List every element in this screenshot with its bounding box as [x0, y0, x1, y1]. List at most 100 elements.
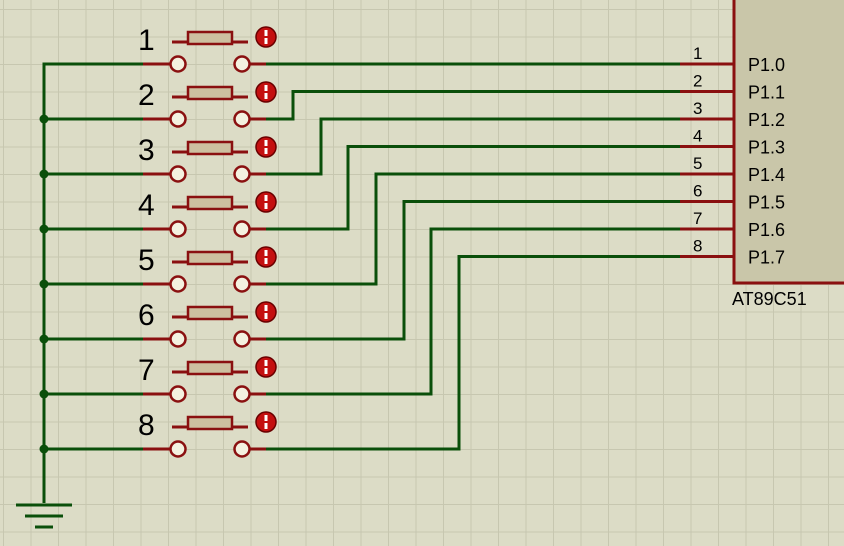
probe-mark	[264, 195, 268, 201]
switch-terminal-left	[169, 330, 187, 348]
switch-label: 1	[138, 24, 155, 57]
probe-body	[255, 191, 277, 213]
probe-body	[255, 246, 277, 268]
junction-dot	[39, 334, 49, 344]
wire-signal-8	[263, 255, 682, 451]
chip-pin-1[interactable]: 1P1.0	[680, 44, 785, 75]
pushbutton-2[interactable]: 2	[138, 79, 277, 128]
switch-cap	[186, 85, 234, 101]
probe-mark	[264, 85, 268, 91]
switch-cap	[186, 305, 234, 321]
switch-terminal-left	[169, 275, 187, 293]
switch-terminal-right	[233, 275, 251, 293]
pin-number: 1	[693, 44, 702, 63]
switch-cap	[186, 195, 234, 211]
switch-terminal-left	[169, 110, 187, 128]
switch-cap	[186, 360, 234, 376]
switch-terminal-right	[233, 110, 251, 128]
switch-array: 1 2 3 4 5 6 7 8	[138, 24, 277, 458]
pushbutton-5[interactable]: 5	[138, 244, 277, 293]
probe-mark	[264, 38, 268, 44]
pin-number: 3	[693, 99, 702, 118]
pushbutton-8[interactable]: 8	[138, 409, 277, 458]
switch-terminal-left	[169, 440, 187, 458]
switch-label: 7	[138, 354, 155, 387]
logic-probe-icon	[255, 411, 277, 433]
pin-name: P1.3	[748, 138, 785, 158]
pin-name: P1.7	[748, 248, 785, 268]
switch-terminal-right	[233, 55, 251, 73]
switch-label: 5	[138, 244, 155, 277]
wire-signal-6	[263, 200, 682, 341]
probe-mark	[264, 423, 268, 429]
pin-name: P1.5	[748, 193, 785, 213]
probe-body	[255, 411, 277, 433]
probe-mark	[264, 313, 268, 319]
switch-terminal-right	[233, 165, 251, 183]
logic-probe-icon	[255, 26, 277, 48]
logic-probe-icon	[255, 191, 277, 213]
switch-terminal-left	[169, 55, 187, 73]
pushbutton-4[interactable]: 4	[138, 189, 277, 238]
probe-mark	[264, 368, 268, 374]
wires	[39, 62, 682, 454]
probe-body	[255, 136, 277, 158]
pin-name: P1.0	[748, 55, 785, 75]
pushbutton-3[interactable]: 3	[138, 134, 277, 183]
probe-mark	[264, 30, 268, 36]
junction-dot	[39, 224, 49, 234]
wire-signal-3	[263, 117, 682, 176]
chip-pin-4[interactable]: 4P1.3	[680, 127, 785, 158]
chip-pin-2[interactable]: 2P1.1	[680, 72, 785, 103]
chip-pin-8[interactable]: 8P1.7	[680, 237, 785, 268]
switch-label: 3	[138, 134, 155, 167]
pin-number: 2	[693, 72, 702, 91]
pin-number: 4	[693, 127, 702, 146]
pin-number: 5	[693, 154, 702, 173]
probe-mark	[264, 93, 268, 99]
probe-body	[255, 301, 277, 323]
chip-pin-6[interactable]: 6P1.5	[680, 182, 785, 213]
pin-name: P1.6	[748, 220, 785, 240]
switch-label: 6	[138, 299, 155, 332]
junction-dot	[39, 389, 49, 399]
switch-cap	[186, 415, 234, 431]
wire-signal-4	[263, 145, 682, 231]
pushbutton-7[interactable]: 7	[138, 354, 277, 403]
probe-mark	[264, 250, 268, 256]
junction-dot	[39, 169, 49, 179]
pushbutton-6[interactable]: 6	[138, 299, 277, 348]
chip-pin-5[interactable]: 5P1.4	[680, 154, 785, 185]
chip-pin-3[interactable]: 3P1.2	[680, 99, 785, 130]
probe-mark	[264, 360, 268, 366]
junction-dot	[39, 279, 49, 289]
switch-cap	[186, 140, 234, 156]
probe-body	[255, 81, 277, 103]
switch-terminal-right	[233, 385, 251, 403]
switch-terminal-right	[233, 440, 251, 458]
pin-name: P1.4	[748, 165, 785, 185]
wire-signal-2	[263, 90, 682, 121]
logic-probe-icon	[255, 246, 277, 268]
logic-probe-icon	[255, 136, 277, 158]
pin-number: 7	[693, 209, 702, 228]
pushbutton-1[interactable]: 1	[138, 24, 277, 73]
logic-probe-icon	[255, 356, 277, 378]
chip-body	[732, 0, 844, 285]
switch-terminal-left	[169, 220, 187, 238]
probe-mark	[264, 203, 268, 209]
probe-mark	[264, 258, 268, 264]
ground-icon	[16, 449, 72, 529]
wire-signal-7	[263, 227, 682, 396]
switch-terminal-right	[233, 330, 251, 348]
chip-name: AT89C51	[732, 289, 807, 309]
switch-terminal-left	[169, 165, 187, 183]
probe-mark	[264, 305, 268, 311]
junction-dot	[39, 114, 49, 124]
microcontroller[interactable]: AT89C511P1.02P1.13P1.24P1.35P1.46P1.57P1…	[680, 0, 844, 309]
chip-pin-7[interactable]: 7P1.6	[680, 209, 785, 240]
probe-body	[255, 26, 277, 48]
switch-cap	[186, 30, 234, 46]
pin-number: 6	[693, 182, 702, 201]
